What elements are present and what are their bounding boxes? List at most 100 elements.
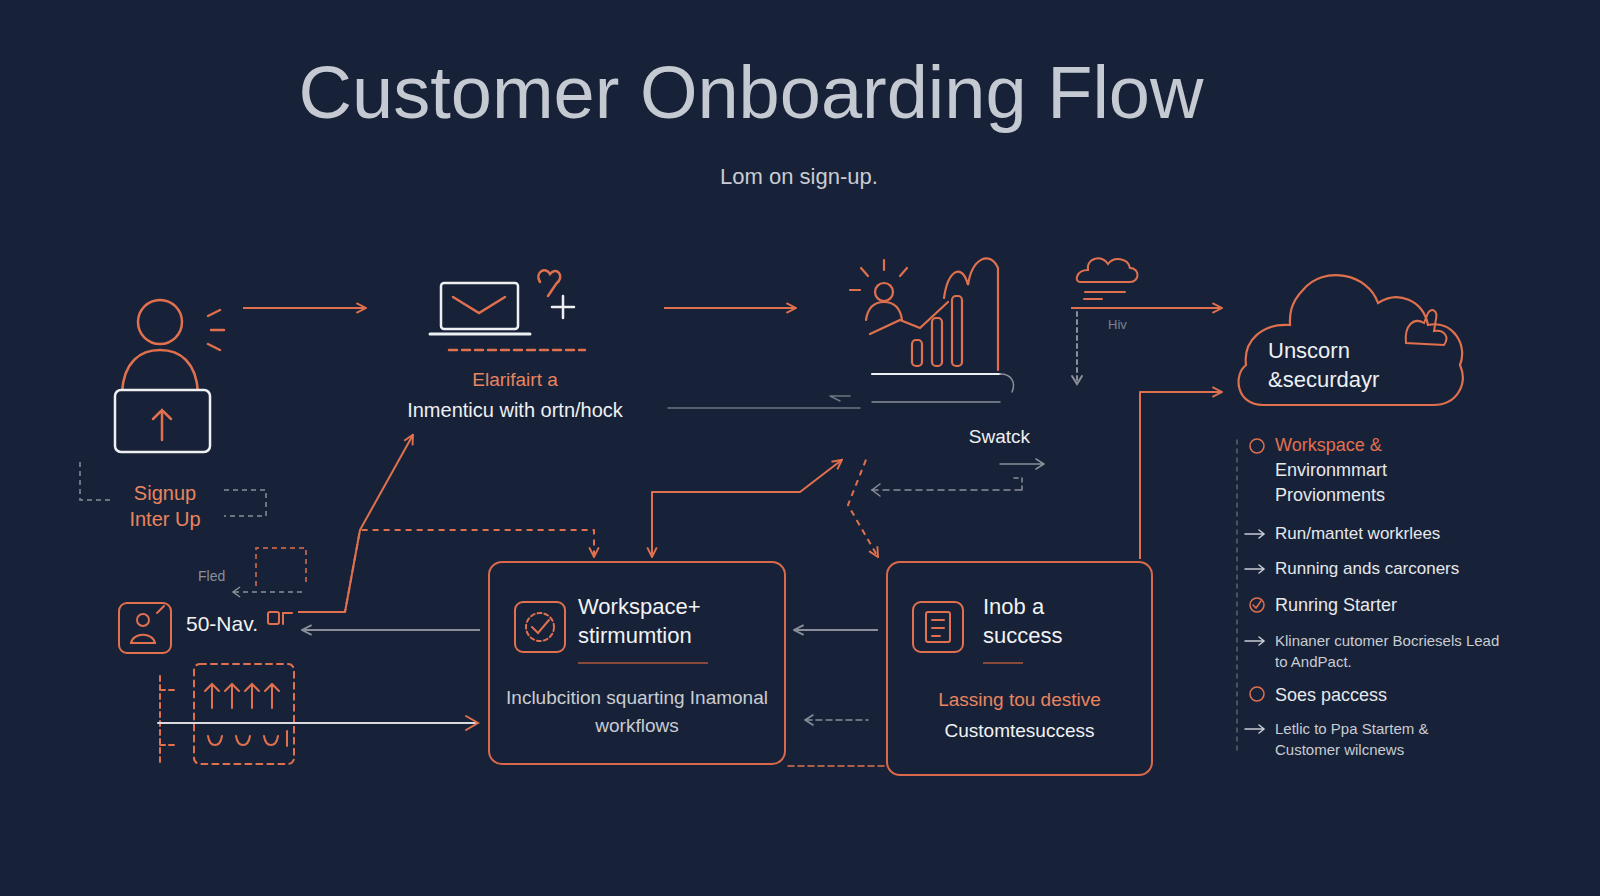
dashed-return xyxy=(872,484,880,496)
node-heading: Unscorn &securdayr xyxy=(1268,337,1418,394)
email-laptop-icon xyxy=(538,270,560,296)
success-icon xyxy=(913,602,963,652)
list-markers xyxy=(1237,439,1264,752)
list-markers xyxy=(1245,725,1264,733)
connector xyxy=(664,307,796,309)
cloud-outline xyxy=(1239,275,1463,405)
note-label: Runring Starter xyxy=(1275,593,1397,618)
list-markers xyxy=(1250,439,1264,453)
dashed-frame xyxy=(256,548,306,586)
cloud-sync-icon xyxy=(1077,258,1138,282)
connector xyxy=(298,435,413,612)
title: Customer Onboarding Flow xyxy=(0,50,1502,135)
email-laptop-icon xyxy=(552,296,574,318)
activity-chart xyxy=(208,731,287,746)
note-label: Environmmart Provionments xyxy=(1275,458,1425,508)
connector xyxy=(243,307,366,309)
link-lines xyxy=(788,715,884,766)
connector xyxy=(298,530,594,612)
calendar-node: 50-Nav. xyxy=(112,598,294,654)
connector xyxy=(652,460,842,557)
node-heading: 50-Nav. xyxy=(186,610,258,637)
calendar-icon xyxy=(119,603,171,653)
analytics-illustration xyxy=(952,296,962,366)
user-icon xyxy=(138,300,182,344)
analytics-illustration xyxy=(1000,374,1014,392)
status-icon xyxy=(268,612,292,624)
connector xyxy=(1140,392,1222,559)
process-box: Inob a successLassing tou destiveCustomt… xyxy=(886,561,1153,776)
analytics-illustration xyxy=(912,340,922,366)
dashed-return xyxy=(1000,459,1044,469)
node-heading: Elarifairt a xyxy=(374,368,656,393)
calendar-icon xyxy=(157,606,164,613)
email-laptop-icon xyxy=(453,297,505,313)
cloud-sync-icon xyxy=(1076,312,1078,382)
dashed-frame xyxy=(233,587,240,597)
analytics-illustration xyxy=(944,258,998,370)
calendar-icon xyxy=(119,603,171,653)
calendar-icon xyxy=(137,614,149,626)
return-line xyxy=(830,396,850,401)
analytics-illustration xyxy=(875,283,893,301)
note-label: Hiv xyxy=(1108,316,1127,334)
user-node: Signup Inter Up xyxy=(95,292,235,538)
workspace-icon xyxy=(515,602,565,652)
activity-chart xyxy=(466,716,478,730)
list-markers xyxy=(1245,565,1264,573)
link-lines xyxy=(806,719,868,721)
link-lines xyxy=(805,715,813,725)
divider xyxy=(578,662,708,664)
email-laptop-icon xyxy=(441,283,518,329)
node-heading: Swatck xyxy=(800,425,1030,450)
connector xyxy=(1071,307,1222,309)
workspace-icon xyxy=(515,602,565,652)
analytics-illustration xyxy=(850,258,1014,402)
email-laptop-icon xyxy=(449,349,585,352)
analytics-illustration xyxy=(932,318,942,366)
user-icon xyxy=(153,410,171,440)
list-markers xyxy=(1253,601,1261,608)
node-body: Inclubcition squarting Inamonal workflow… xyxy=(506,684,768,739)
email-laptop-icon xyxy=(430,333,530,336)
cloud-sync-icon xyxy=(1072,258,1138,384)
analytics-illustration xyxy=(850,260,907,290)
node-heading: Signup Inter Up xyxy=(115,480,215,532)
caption: Lom on sign-up. xyxy=(0,163,1598,192)
success-icon xyxy=(932,620,944,636)
list-markers xyxy=(1245,637,1264,645)
note-label: Running ands carconers xyxy=(1275,557,1459,581)
dashed-return xyxy=(1012,478,1022,490)
divider xyxy=(983,662,1023,664)
bracket xyxy=(80,462,112,500)
calendar-icon xyxy=(131,635,155,643)
activity-chart xyxy=(205,684,279,708)
activity-chart xyxy=(194,664,294,764)
dashed-frame xyxy=(234,591,306,593)
user-icon xyxy=(115,300,224,452)
node-body: Inmenticu with ortn/hock xyxy=(374,397,656,423)
list-markers xyxy=(1250,687,1264,701)
analytics-node: Swatck xyxy=(800,250,1065,456)
user-icon xyxy=(208,310,224,350)
activity-chart xyxy=(160,676,176,762)
note-label: Letlic to Ppa Startem & Customer wilcnew… xyxy=(1275,718,1475,760)
dashed-frame xyxy=(233,548,306,597)
node-heading: Inob a success xyxy=(983,593,1123,650)
workspace-icon xyxy=(532,620,549,633)
hand-icon xyxy=(1406,310,1447,345)
connector xyxy=(848,460,878,557)
analytics-illustration xyxy=(872,401,1000,403)
activity-chart xyxy=(158,722,476,724)
email-node: Elarifairt a Inmenticu with ortn/hock xyxy=(370,265,660,429)
workspace-icon xyxy=(526,613,554,641)
dashed-return xyxy=(872,459,1044,496)
node-body: Lassing tou destive xyxy=(904,688,1135,713)
dashed-return xyxy=(872,489,1022,491)
note-label: Klinaner cutomer Bocriesels Lead to AndP… xyxy=(1275,630,1505,672)
cloud-sync-icon xyxy=(1084,292,1125,299)
connector xyxy=(302,629,480,631)
bracket xyxy=(224,490,266,516)
analytics-illustration xyxy=(872,373,1000,375)
